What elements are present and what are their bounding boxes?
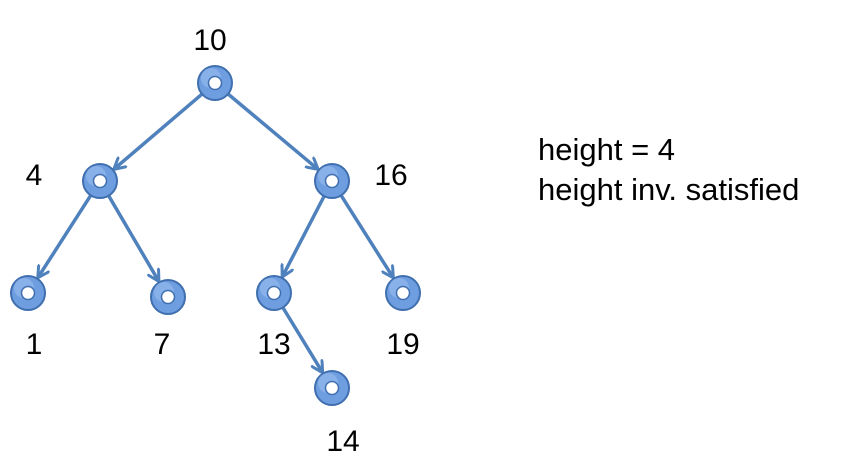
node-label-19: 19 <box>386 328 419 361</box>
nodes-layer <box>10 65 421 406</box>
invariant-text: height inv. satisfied <box>538 172 800 207</box>
edge-n16-n13 <box>283 195 326 276</box>
node-7 <box>150 279 186 315</box>
labels-layer: 10 4 16 1 7 13 19 14 <box>26 24 420 458</box>
info-panel: height = 4 height inv. satisfied <box>538 130 799 210</box>
edge-n4-n1 <box>38 194 93 277</box>
node-16 <box>314 163 350 199</box>
edges-layer <box>38 92 393 372</box>
node-19 <box>385 275 421 311</box>
node-label-16: 16 <box>374 159 407 192</box>
node-14 <box>314 370 350 406</box>
edge-n10-n16 <box>227 92 318 169</box>
node-hole <box>324 380 340 396</box>
node-13 <box>256 275 292 311</box>
node-hole <box>207 75 223 91</box>
height-text: height = 4 <box>538 132 676 167</box>
node-label-4: 4 <box>26 159 43 192</box>
node-label-10: 10 <box>193 24 226 57</box>
node-hole <box>395 285 411 301</box>
node-label-7: 7 <box>154 328 171 361</box>
node-10 <box>197 65 233 101</box>
node-hole <box>160 289 176 305</box>
node-4 <box>82 163 118 199</box>
node-hole <box>92 173 108 189</box>
node-hole <box>324 173 340 189</box>
edge-n13-n14 <box>281 306 322 371</box>
edge-n16-n19 <box>339 194 393 277</box>
node-label-1: 1 <box>26 328 43 361</box>
edge-n10-n4 <box>115 92 204 169</box>
node-hole <box>20 285 36 301</box>
edge-n4-n7 <box>107 194 158 281</box>
node-1 <box>10 275 46 311</box>
node-label-14: 14 <box>326 425 359 458</box>
node-hole <box>266 285 282 301</box>
node-label-13: 13 <box>257 328 290 361</box>
